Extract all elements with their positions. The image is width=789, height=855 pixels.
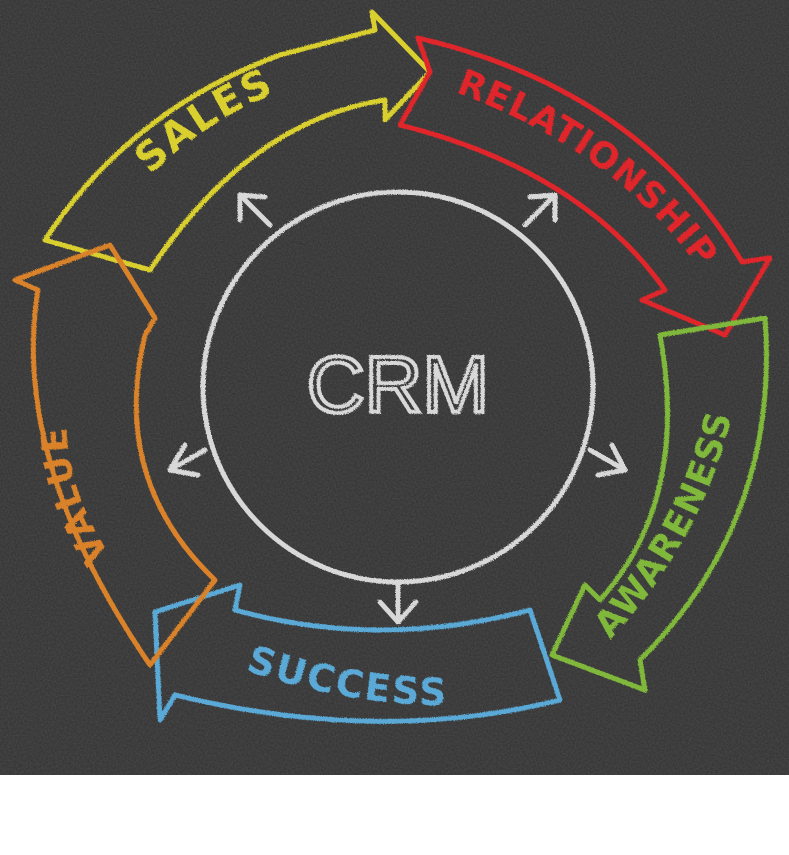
outward-arrows: [167, 192, 628, 625]
arrow-down-icon: [377, 582, 419, 625]
arrow-up-right-icon: [522, 192, 558, 228]
center-circle: [200, 189, 596, 585]
arrow-right-icon: [587, 442, 628, 478]
board-texture: [0, 0, 789, 775]
chalkboard: SALES RELATIONSHIP AWARENESS: [0, 0, 789, 775]
arrow-up-left-icon: [237, 192, 273, 228]
center-label: CRM: [307, 340, 489, 429]
arrow-left-icon: [167, 442, 208, 478]
crm-cycle-diagram: SALES RELATIONSHIP AWARENESS: [0, 0, 789, 775]
